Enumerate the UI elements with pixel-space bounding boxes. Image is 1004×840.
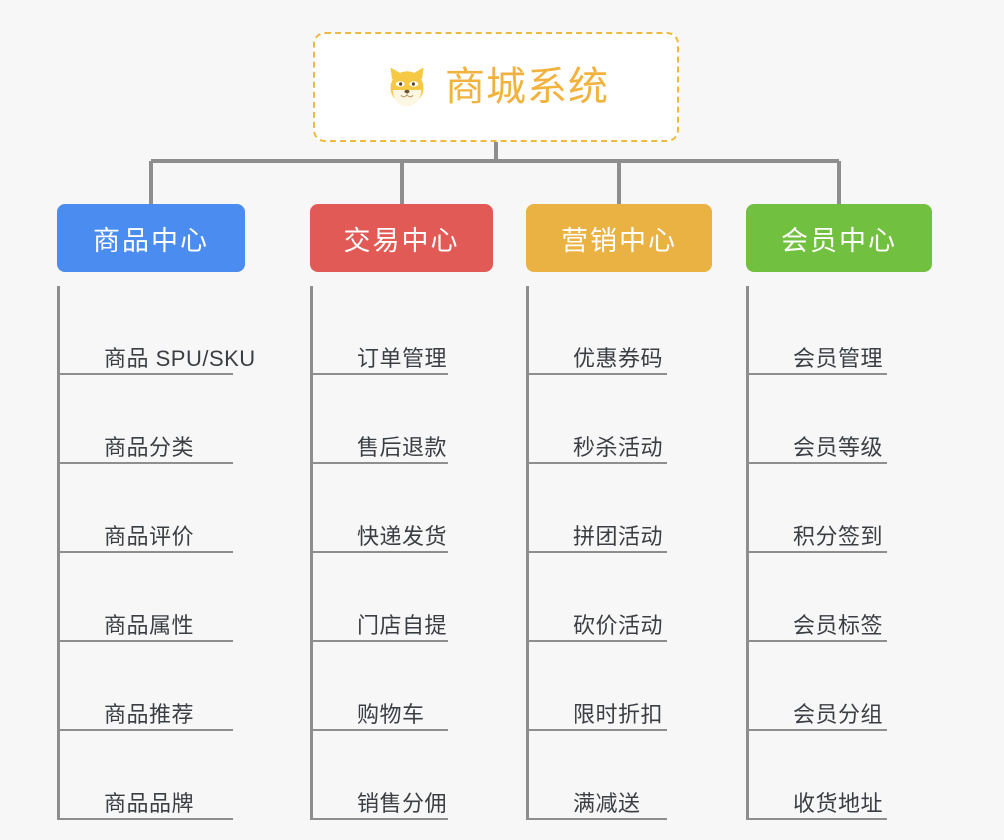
list-item[interactable]: 商品品牌 bbox=[60, 731, 245, 820]
category-header-product[interactable]: 商品中心 bbox=[57, 204, 245, 272]
leaf-label: 快递发货 bbox=[357, 523, 448, 549]
list-item[interactable]: 会员标签 bbox=[749, 553, 932, 642]
category-label: 营销中心 bbox=[561, 225, 677, 256]
leaf-label: 售后退款 bbox=[357, 434, 448, 460]
root-title: 商城系统 bbox=[445, 65, 609, 109]
leaf-label: 优惠券码 bbox=[573, 345, 664, 371]
leaf-list-trade: 订单管理 售后退款 快递发货 门店自提 购物车 销售分佣 bbox=[310, 286, 493, 820]
leaf-list-marketing: 优惠券码 秒杀活动 拼团活动 砍价活动 限时折扣 满减送 bbox=[526, 286, 712, 820]
leaf-label: 销售分佣 bbox=[357, 790, 448, 816]
list-item[interactable]: 秒杀活动 bbox=[529, 375, 712, 464]
leaf-label: 商品评价 bbox=[104, 523, 195, 549]
leaf-label: 会员标签 bbox=[793, 612, 884, 638]
leaf-list-product: 商品 SPU/SKU 商品分类 商品评价 商品属性 商品推荐 商品品牌 bbox=[57, 286, 255, 820]
list-item[interactable]: 积分签到 bbox=[749, 464, 932, 553]
list-item[interactable]: 会员分组 bbox=[749, 642, 932, 731]
list-item[interactable]: 砍价活动 bbox=[529, 553, 712, 642]
list-item[interactable]: 商品推荐 bbox=[60, 642, 245, 731]
leaf-label: 拼团活动 bbox=[573, 523, 664, 549]
list-item[interactable]: 快递发货 bbox=[313, 464, 493, 553]
category-label: 商品中心 bbox=[93, 225, 209, 256]
root-node[interactable]: 商城系统 bbox=[313, 32, 679, 142]
leaf-label: 商品推荐 bbox=[104, 701, 195, 727]
list-item[interactable]: 收货地址 bbox=[749, 731, 932, 820]
leaf-label: 订单管理 bbox=[357, 345, 448, 371]
leaf-label: 积分签到 bbox=[793, 523, 884, 549]
list-item[interactable]: 商品 SPU/SKU bbox=[60, 286, 255, 375]
list-item[interactable]: 会员管理 bbox=[749, 286, 932, 375]
list-item[interactable]: 优惠券码 bbox=[529, 286, 712, 375]
leaf-label: 砍价活动 bbox=[573, 612, 664, 638]
leaf-label: 商品属性 bbox=[104, 612, 195, 638]
leaf-label: 会员管理 bbox=[793, 345, 884, 371]
leaf-label: 会员分组 bbox=[793, 701, 884, 727]
list-item[interactable]: 销售分佣 bbox=[313, 731, 493, 820]
leaf-list-member: 会员管理 会员等级 积分签到 会员标签 会员分组 收货地址 bbox=[746, 286, 932, 820]
category-header-trade[interactable]: 交易中心 bbox=[310, 204, 493, 272]
category-column-trade: 交易中心 订单管理 售后退款 快递发货 门店自提 购物车 销售分佣 bbox=[310, 204, 493, 820]
list-item[interactable]: 满减送 bbox=[529, 731, 712, 820]
category-label: 交易中心 bbox=[343, 225, 460, 256]
category-column-product: 商品中心 商品 SPU/SKU 商品分类 商品评价 商品属性 商品推荐 商品品牌 bbox=[57, 204, 255, 820]
leaf-label: 商品品牌 bbox=[104, 790, 195, 816]
list-item[interactable]: 售后退款 bbox=[313, 375, 493, 464]
leaf-label: 门店自提 bbox=[357, 612, 448, 638]
leaf-label: 满减送 bbox=[573, 790, 641, 816]
leaf-label: 收货地址 bbox=[793, 790, 884, 816]
leaf-label: 购物车 bbox=[357, 701, 425, 727]
leaf-label: 商品分类 bbox=[104, 434, 195, 460]
list-item[interactable]: 商品评价 bbox=[60, 464, 245, 553]
leaf-label: 限时折扣 bbox=[573, 701, 664, 727]
list-item[interactable]: 商品属性 bbox=[60, 553, 245, 642]
leaf-label: 会员等级 bbox=[793, 434, 884, 460]
category-label: 会员中心 bbox=[781, 225, 897, 256]
category-header-marketing[interactable]: 营销中心 bbox=[526, 204, 712, 272]
list-item[interactable]: 购物车 bbox=[313, 642, 493, 731]
list-item[interactable]: 订单管理 bbox=[313, 286, 493, 375]
leaf-label: 商品 SPU/SKU bbox=[104, 345, 256, 371]
list-item[interactable]: 商品分类 bbox=[60, 375, 245, 464]
category-header-member[interactable]: 会员中心 bbox=[746, 204, 932, 272]
list-item[interactable]: 门店自提 bbox=[313, 553, 493, 642]
dog-face-icon bbox=[390, 67, 424, 107]
category-column-marketing: 营销中心 优惠券码 秒杀活动 拼团活动 砍价活动 限时折扣 满减送 bbox=[526, 204, 712, 820]
list-item[interactable]: 限时折扣 bbox=[529, 642, 712, 731]
list-item[interactable]: 会员等级 bbox=[749, 375, 932, 464]
list-item[interactable]: 拼团活动 bbox=[529, 464, 712, 553]
category-column-member: 会员中心 会员管理 会员等级 积分签到 会员标签 会员分组 收货地址 bbox=[746, 204, 932, 820]
leaf-label: 秒杀活动 bbox=[573, 434, 664, 460]
